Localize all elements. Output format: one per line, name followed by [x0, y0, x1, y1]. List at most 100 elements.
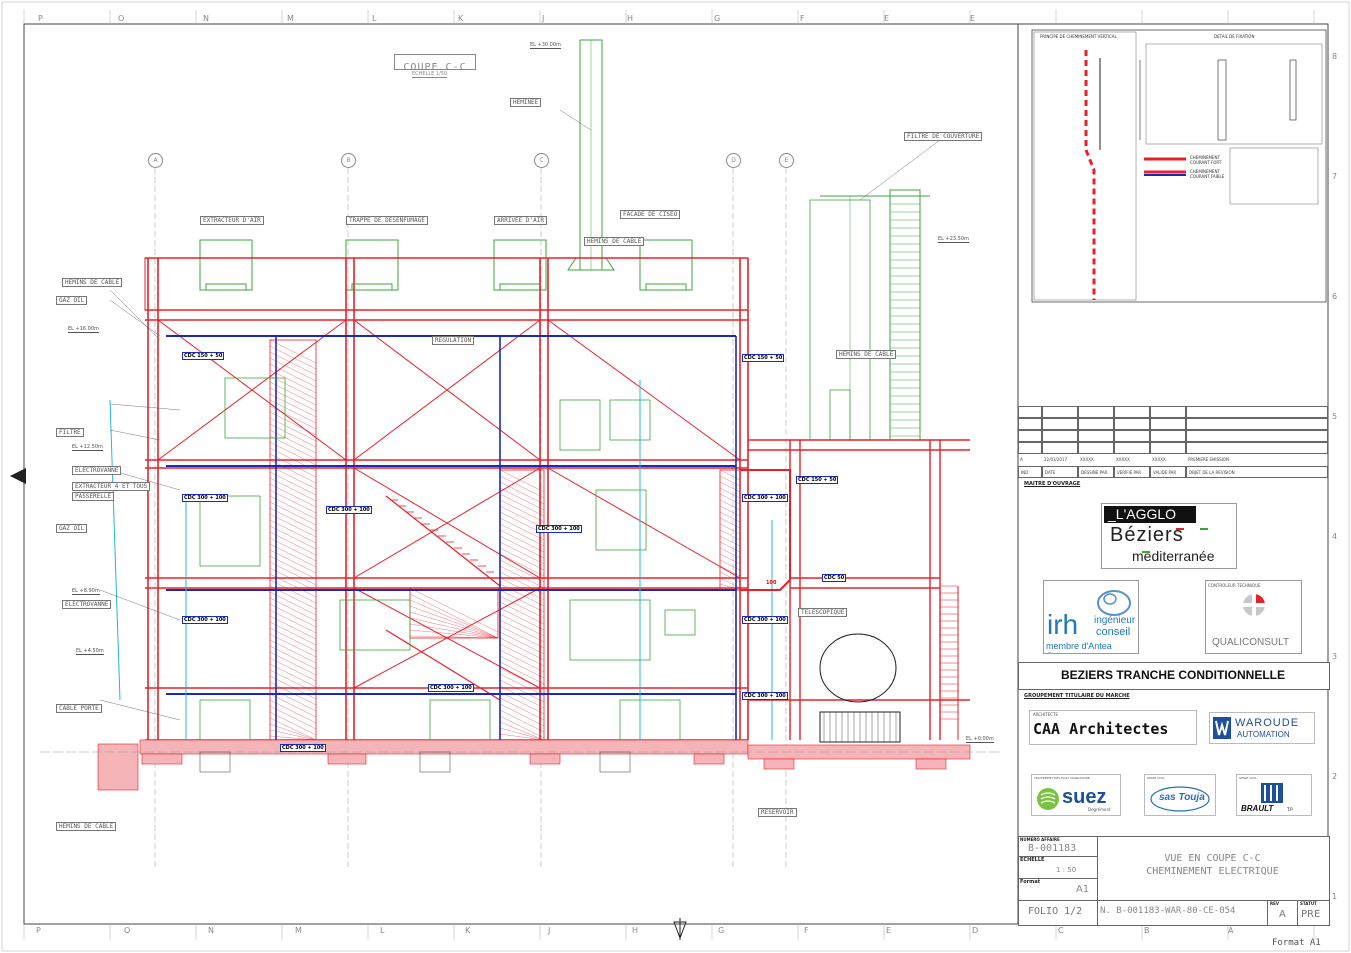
equipment — [829, 389, 851, 441]
equipment-label: RESERVOIR — [758, 808, 797, 817]
revision-header: IND — [1018, 466, 1042, 478]
irh-sub2: conseil — [1096, 626, 1131, 638]
rev-value: A — [1279, 909, 1286, 920]
equipment — [619, 699, 681, 741]
frame-letter-bottom: O — [124, 926, 131, 935]
leader-line — [559, 109, 592, 131]
revision-value: PREMIERE EMISSION — [1188, 457, 1230, 462]
frame-letter-top: F — [800, 14, 805, 23]
frame-letter-bottom: J — [548, 926, 551, 935]
bracing — [157, 319, 347, 461]
format-value: A1 — [1076, 884, 1090, 895]
hatch-line — [409, 587, 499, 633]
hatch-line — [269, 729, 317, 741]
frame-letter-top: K — [458, 14, 464, 23]
rev-cell — [1267, 900, 1299, 926]
fixation-profile — [1289, 59, 1297, 121]
bracing — [547, 319, 741, 461]
frame-letter-bottom: P — [36, 926, 41, 935]
fixation-profile — [1217, 59, 1227, 141]
revision-value: A — [1020, 457, 1023, 462]
sump — [599, 751, 631, 773]
folio: FOLIO 1/2 — [1028, 906, 1083, 917]
roof-frame — [144, 257, 749, 311]
frame-letter-top: G — [714, 14, 721, 23]
hatch-line — [719, 469, 741, 481]
hatch-line — [499, 703, 545, 727]
hatch-line — [269, 381, 317, 406]
sas-caption: GENIE CIVIL — [1147, 776, 1165, 780]
hatch-line — [269, 669, 317, 694]
frame-letter-top: O — [118, 14, 125, 23]
waroude-line1: WAROUDE — [1235, 717, 1300, 729]
hatch-line — [269, 657, 317, 682]
hatch-line — [269, 591, 317, 616]
groupement-label: GROUPEMENT TITULAIRE DU MARCHE — [1024, 693, 1130, 699]
statut-label: STATUT — [1300, 901, 1317, 906]
hatch-line — [719, 475, 741, 487]
hatch-line — [409, 599, 499, 639]
sas-touja-logo: GENIE CIVIL sas Touja — [1144, 774, 1216, 816]
client-logo-line3: méditerranée — [1132, 548, 1215, 564]
sas-name: sas Touja — [1159, 792, 1205, 803]
roof-extractor-base — [351, 283, 393, 291]
equipment-label: REGULATION — [432, 336, 475, 345]
qualiconsult-logo: CONTROLEUR TECHNIQUE QUALICONSULT — [1205, 580, 1302, 654]
hatch-line — [499, 547, 545, 571]
hatch-line — [269, 459, 317, 484]
elevation-marker: EL +4.50m — [76, 648, 104, 655]
hatch-line — [269, 387, 317, 412]
footing — [693, 753, 725, 765]
revision-value: XXXXX — [1116, 457, 1130, 462]
hatch-line — [719, 511, 741, 523]
revision-cell — [1150, 418, 1186, 430]
frame-letter-bottom: B — [1144, 926, 1150, 935]
annex-cable-route — [740, 469, 791, 591]
cdc-tag: CDC 300 + 100 — [742, 616, 788, 624]
leader-line — [109, 289, 161, 341]
bracing — [353, 319, 541, 461]
hatch-line — [269, 549, 317, 574]
hatch-line — [499, 673, 545, 697]
echelle-label: ECHELLE — [1020, 857, 1045, 863]
hatch-line — [269, 639, 317, 664]
hatch-line — [269, 519, 317, 544]
hatch-line — [719, 577, 741, 589]
roof-extractor-base — [499, 283, 541, 291]
hatch-line — [409, 635, 499, 639]
hatch-line — [269, 699, 317, 724]
hatch-line — [269, 351, 317, 376]
equipment-label: HEMINS DE CABLE — [836, 350, 897, 359]
hatch-line — [269, 447, 317, 472]
numero-label: NUMERO AFFAIRE — [1020, 837, 1060, 842]
revision-value: 22/03/2017 — [1044, 457, 1068, 462]
cdc-tag: CDC 150 + 50 — [742, 354, 785, 362]
revision-cell — [1042, 442, 1078, 454]
equipment — [569, 599, 651, 661]
irh-sub1: ingénieur — [1094, 615, 1136, 626]
format-label: Format — [1020, 879, 1041, 885]
hatch-line — [269, 339, 317, 364]
equipment-label: GAZ OIL — [56, 296, 88, 305]
hatch-line — [499, 529, 545, 553]
revision-cell — [1114, 406, 1150, 418]
equipment-label: EXTRACTEUR D'AIR — [200, 216, 264, 225]
hatch-line — [269, 663, 317, 688]
footing — [915, 758, 947, 770]
pit — [97, 743, 139, 791]
roof-extractor-base — [205, 283, 247, 291]
hatch-line — [719, 535, 741, 547]
leader-line — [109, 299, 161, 337]
qualiconsult-caption: CONTROLEUR TECHNIQUE — [1208, 583, 1261, 588]
hatch-line — [499, 523, 545, 547]
hatch-line — [409, 629, 499, 639]
hatch-line — [269, 555, 317, 580]
revision-value: XXXXX — [1152, 457, 1166, 462]
drawing-title-1: VUE EN COUPE C-C — [1164, 853, 1261, 864]
project-title-box — [1018, 662, 1330, 690]
frame-letter-top: P — [38, 14, 43, 23]
elevation-marker: EL +0.00m — [966, 736, 994, 743]
detail-title-left: PRINCIPE DE CHEMINEMENT VERTICAL — [1040, 34, 1117, 39]
roof-extractor — [199, 239, 253, 291]
